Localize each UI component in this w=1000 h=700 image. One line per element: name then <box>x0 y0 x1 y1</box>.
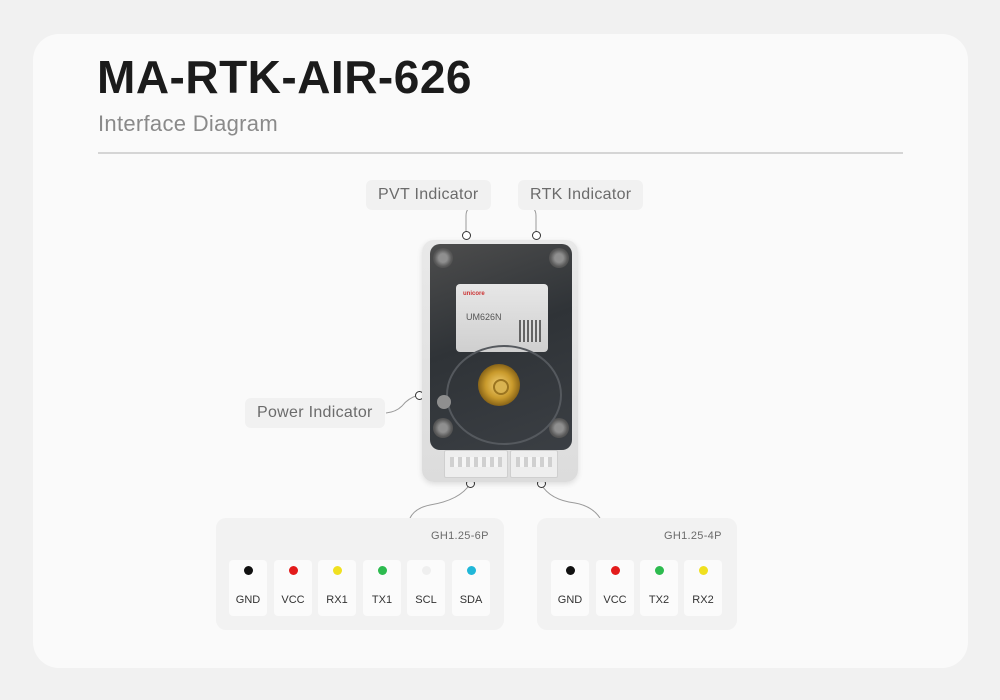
page-subtitle: Interface Diagram <box>98 111 278 136</box>
pin-name: GND <box>557 594 583 606</box>
pin-dot <box>289 566 298 575</box>
pin-name: VCC <box>603 594 627 606</box>
divider <box>98 152 903 154</box>
pin-dot <box>244 566 253 575</box>
pinout-4p: GH1.25-4P GND VCC TX2 RX2 <box>537 518 737 630</box>
pin-dot <box>422 566 431 575</box>
pin-item: GND <box>229 560 267 616</box>
connector-label: GH1.25-4P <box>664 530 722 542</box>
pvt-indicator-label: PVT Indicator <box>366 180 491 210</box>
pin-item: SCL <box>407 560 445 616</box>
page-title: MA-RTK-AIR-626 <box>97 51 472 103</box>
rtk-callout-cap <box>532 231 541 240</box>
sma-connector-icon <box>478 364 520 406</box>
pin-item: GND <box>551 560 589 616</box>
gh125-4p-connector <box>510 450 558 478</box>
pin-item: TX2 <box>640 560 678 616</box>
pin-item: VCC <box>274 560 312 616</box>
pinout-6p: GH1.25-6P GND VCC RX1 TX1 SCL SDA <box>216 518 504 630</box>
pin-item: SDA <box>452 560 490 616</box>
pin-dot <box>378 566 387 575</box>
pin-name: SCL <box>415 594 437 606</box>
screw-icon <box>549 248 569 268</box>
pin-dot <box>611 566 620 575</box>
power-indicator-label: Power Indicator <box>245 398 385 428</box>
pin-name: SDA <box>459 594 483 606</box>
pin-name: GND <box>235 594 261 606</box>
pvt-callout-cap <box>462 231 471 240</box>
pin-dot <box>566 566 575 575</box>
pin-dot <box>699 566 708 575</box>
qr-code-icon <box>519 320 541 342</box>
connector-label: GH1.25-6P <box>431 530 489 542</box>
pin-item: RX1 <box>318 560 356 616</box>
screw-icon <box>433 418 453 438</box>
gnss-module: unicore UM626N <box>456 284 548 352</box>
pin-name: TX2 <box>648 594 670 606</box>
pin-name: RX1 <box>326 594 348 606</box>
pin-item: RX2 <box>684 560 722 616</box>
power-led-icon <box>437 395 451 409</box>
pin-dot <box>655 566 664 575</box>
module-brand: unicore <box>463 291 485 297</box>
screw-icon <box>549 418 569 438</box>
module-model: UM626N <box>466 312 502 322</box>
pin-item: TX1 <box>363 560 401 616</box>
pin-item: VCC <box>596 560 634 616</box>
pin-dot <box>333 566 342 575</box>
pin-name: TX1 <box>371 594 393 606</box>
pin-name: RX2 <box>692 594 714 606</box>
screw-icon <box>433 248 453 268</box>
pin-dot <box>467 566 476 575</box>
gh125-6p-connector <box>444 450 508 478</box>
rtk-indicator-label: RTK Indicator <box>518 180 644 210</box>
pin-name: VCC <box>281 594 305 606</box>
